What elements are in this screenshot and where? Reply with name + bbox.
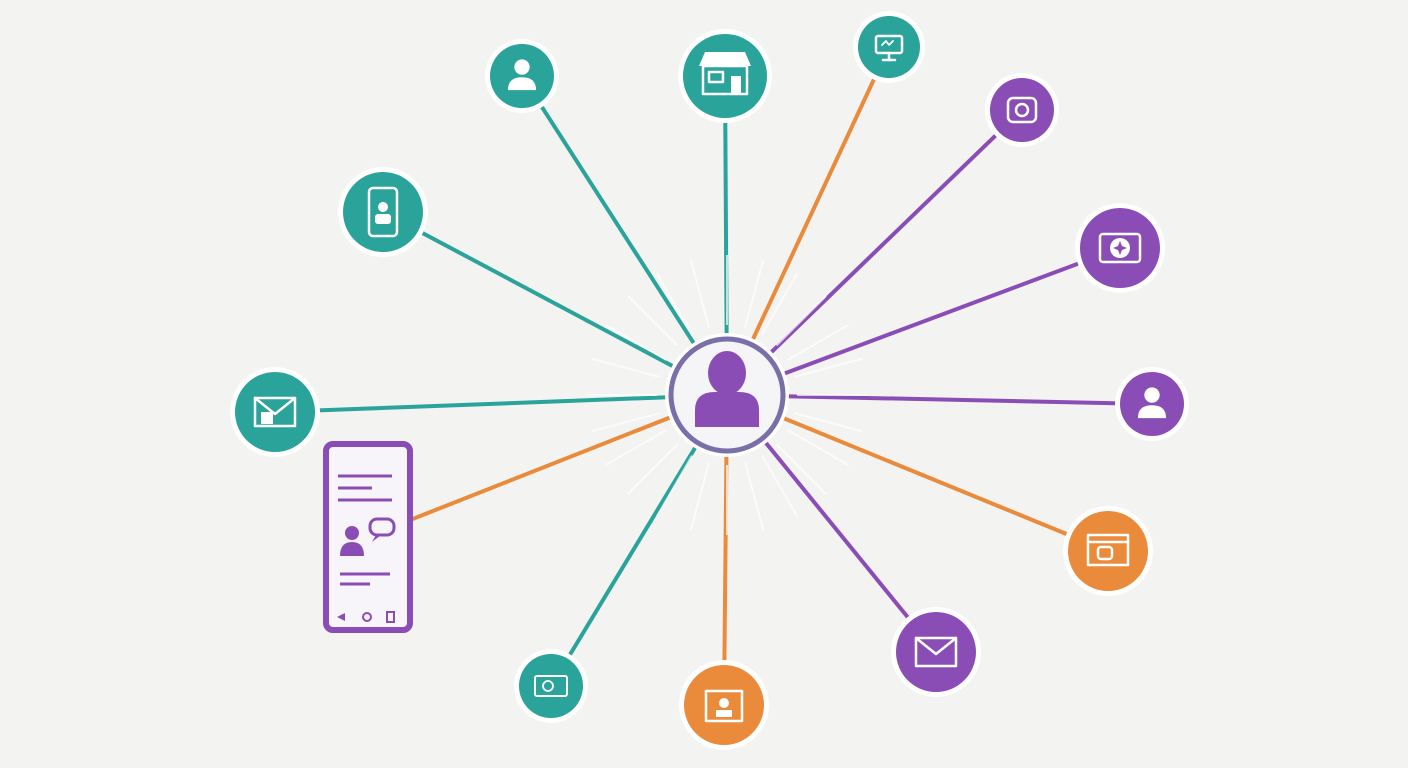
node-phone-contact[interactable] (338, 167, 428, 257)
node-browser[interactable] (1063, 506, 1153, 596)
node-camera[interactable] (985, 73, 1059, 147)
browser-window-icon (1086, 533, 1130, 567)
person-icon (695, 351, 759, 427)
connector-photo-star (726, 246, 1121, 397)
connector-camera (725, 108, 1024, 397)
node-mail-right[interactable] (891, 607, 981, 697)
media-icon (534, 675, 568, 697)
node-user-right[interactable] (1115, 367, 1189, 441)
phone-contact-icon (367, 186, 399, 238)
photo-icon (1098, 232, 1142, 264)
person-icon (1137, 387, 1167, 419)
connector-browser (726, 393, 1109, 553)
connector-smartphone (366, 393, 728, 539)
connector-monitor-chat (725, 46, 891, 396)
smartphone-chat-icon[interactable] (323, 441, 413, 633)
store-icon (699, 52, 751, 96)
monitor-chat-icon (874, 34, 904, 62)
connector-user-top (520, 74, 729, 397)
person-icon (507, 59, 537, 91)
profile-card-icon (704, 689, 744, 723)
node-store[interactable] (678, 29, 772, 123)
mail-icon (914, 636, 958, 668)
node-photo-star[interactable] (1075, 203, 1165, 293)
node-mail-left[interactable] (230, 367, 320, 457)
mail-lock-icon (253, 396, 297, 428)
camera-icon (1006, 96, 1038, 124)
central-user-hub (587, 255, 867, 535)
node-user-top[interactable] (485, 39, 559, 113)
node-monitor-chat[interactable] (853, 11, 925, 83)
node-media[interactable] (514, 649, 588, 723)
connector-phone-contact (382, 210, 728, 397)
connector-mail-left (274, 393, 728, 414)
connector-user-right (726, 393, 1153, 406)
node-profile-card[interactable] (679, 660, 769, 750)
